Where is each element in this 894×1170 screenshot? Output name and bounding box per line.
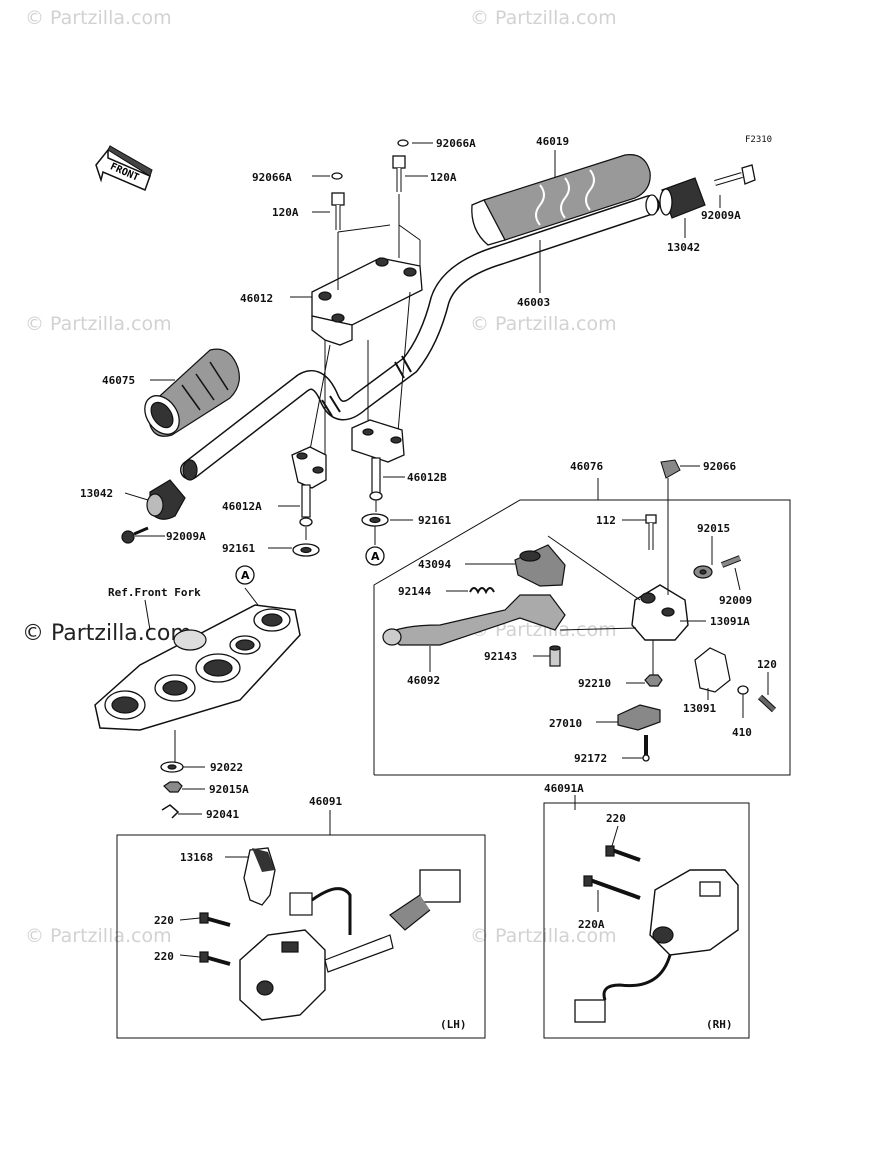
part-label: 92210: [578, 677, 611, 690]
part-label: 92066A: [252, 171, 292, 184]
diagram-code: F2310: [745, 135, 772, 145]
watermark-text: © Partzilla.com: [470, 313, 617, 335]
part-labels: 92066A 120A 92066A 120A 46019 13042 9200…: [80, 135, 777, 1031]
part-label: 13091A: [710, 615, 750, 628]
ref-front-fork-label: Ref.Front Fork: [108, 586, 201, 599]
part-label: 92009A: [701, 209, 741, 222]
part-label: 43094: [418, 558, 451, 571]
part-label: 220: [154, 950, 174, 963]
part-label: 112: [596, 514, 616, 527]
watermark-text-dark: © Partzilla.com: [22, 621, 192, 646]
part-label: 92161: [222, 542, 255, 555]
watermarks: © Partzilla.com © Partzilla.com © Partzi…: [22, 7, 617, 947]
front-fork-triple-clamp: A: [94, 565, 301, 819]
part-label: 92161: [418, 514, 451, 527]
left-bar-end: [121, 479, 186, 544]
part-label: 220A: [578, 918, 605, 931]
right-grip: [471, 154, 651, 246]
part-label: 92144: [398, 585, 431, 598]
part-label: 92015: [697, 522, 730, 535]
leader-lines: [124, 142, 769, 958]
left-grip: [144, 348, 240, 437]
marker-a-text: A: [241, 569, 250, 582]
part-label: 92172: [574, 752, 607, 765]
part-label: 92022: [210, 761, 243, 774]
rh-switch-box: [543, 795, 750, 1039]
part-label: 46012: [240, 292, 273, 305]
part-label: 120: [757, 658, 777, 671]
handlebar-assembly: A: [180, 139, 660, 566]
part-label: 27010: [549, 717, 582, 730]
part-label: 46019: [536, 135, 569, 148]
part-label: 13042: [80, 487, 113, 500]
rh-side-label: (RH): [706, 1018, 733, 1031]
watermark-text: © Partzilla.com: [25, 7, 172, 29]
part-label: 220: [154, 914, 174, 927]
part-label: 120A: [430, 171, 457, 184]
part-label: 92066A: [436, 137, 476, 150]
watermark-text: © Partzilla.com: [470, 7, 617, 29]
part-label: 46012B: [407, 471, 447, 484]
lh-side-label: (LH): [440, 1018, 467, 1031]
part-label: 410: [732, 726, 752, 739]
marker-a-text: A: [371, 550, 380, 563]
watermark-text: © Partzilla.com: [25, 313, 172, 335]
part-label: 92041: [206, 808, 239, 821]
part-label: 46076: [570, 460, 603, 473]
part-label: 92015A: [209, 783, 249, 796]
front-arrow-icon: FRONT: [95, 145, 153, 192]
part-label: 46091A: [544, 782, 584, 795]
part-label: 46012A: [222, 500, 262, 513]
watermark-text: © Partzilla.com: [470, 925, 617, 947]
part-label: 46075: [102, 374, 135, 387]
watermark-text: © Partzilla.com: [25, 925, 172, 947]
part-label: 120A: [272, 206, 299, 219]
lh-switch-box: [116, 810, 486, 1039]
clutch-lever-box: [373, 459, 791, 776]
part-label: 92143: [484, 650, 517, 663]
part-label: 13168: [180, 851, 213, 864]
part-label: 92009: [719, 594, 752, 607]
part-label: 13091: [683, 702, 716, 715]
part-label: 46092: [407, 674, 440, 687]
watermark-text: © Partzilla.com: [470, 619, 617, 641]
part-label: 220: [606, 812, 626, 825]
part-label: 13042: [667, 241, 700, 254]
part-label: 92009A: [166, 530, 206, 543]
part-label: 46091: [309, 795, 342, 808]
part-label: 92066: [703, 460, 736, 473]
right-bar-end: [659, 164, 756, 219]
part-label: 46003: [517, 296, 550, 309]
